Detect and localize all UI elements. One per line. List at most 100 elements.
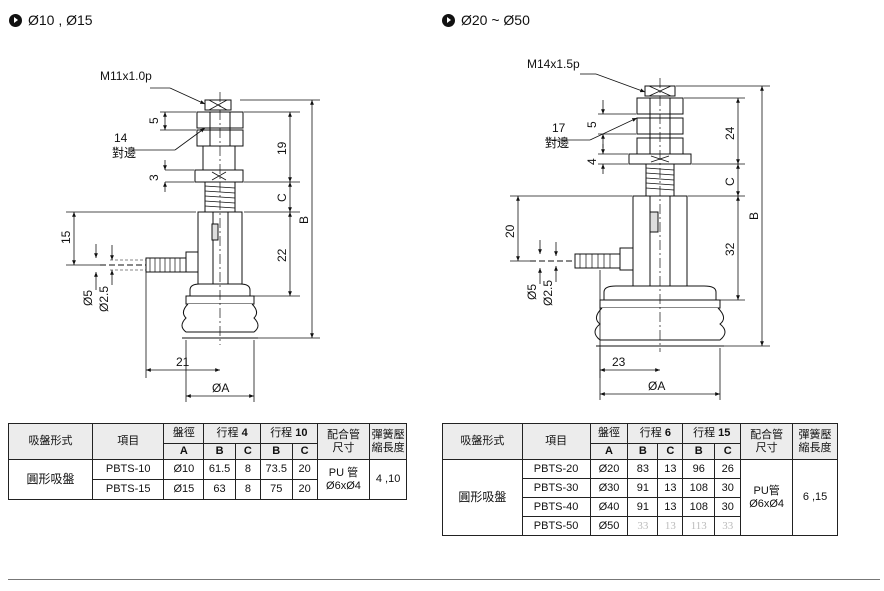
dim-22-label: 22 — [275, 248, 289, 262]
dim-C-label: C — [723, 177, 737, 186]
c1-cell: 13 — [657, 478, 684, 498]
dim-phiA-label: ØA — [212, 381, 229, 395]
sub-C: C — [657, 443, 684, 460]
b1-cell: 91 — [627, 497, 659, 517]
dia-cell: Ø30 — [589, 478, 629, 498]
c2-cell: 20 — [291, 479, 318, 500]
dim-B-label: B — [297, 216, 311, 224]
b2-cell: 96 — [682, 459, 716, 479]
c2-cell: 30 — [714, 478, 742, 498]
dimensions-small-cup — [66, 87, 320, 402]
c2-cell: 20 — [291, 459, 318, 480]
c2-cell: 33 — [714, 516, 742, 536]
dim-19-label: 19 — [275, 141, 289, 155]
section-title: Ø20 ~ Ø50 — [461, 12, 530, 28]
header-spring: 彈簧壓縮長度 — [369, 423, 407, 460]
b2-cell: 108 — [682, 478, 716, 498]
item-cell: PBTS-20 — [521, 459, 591, 479]
item-cell: PBTS-30 — [521, 478, 591, 498]
play-bullet-icon — [9, 13, 22, 27]
across-flats-label: 對邊 — [545, 136, 569, 150]
c1-cell: 13 — [657, 497, 684, 517]
labels-small-cup: M11x1.0p 14 對邊 5 3 19 C 22 B 15 Ø5 Ø2.5 … — [59, 69, 311, 395]
c1-cell: 8 — [234, 479, 262, 500]
dim-5-label: 5 — [585, 121, 599, 128]
header-diameter: 盤徑 — [163, 423, 205, 444]
b1-cell: 33 — [627, 516, 659, 536]
cup-type: 圓形吸盤 — [8, 459, 93, 500]
spec-table-small: 吸盤形式 項目 盤徑 行程 4 行程 10 配合管尺寸 彈簧壓縮長度 A B C… — [8, 423, 407, 500]
sub-A: A — [163, 443, 205, 460]
spec-table-large: 吸盤形式 項目 盤徑 行程 6 行程 15 配合管尺寸 彈簧壓縮長度 A B C… — [442, 423, 838, 536]
c1-cell: 8 — [234, 459, 262, 480]
thread-label: M11x1.0p — [100, 69, 152, 83]
dim-32-label: 32 — [723, 242, 737, 256]
table-row: PBTS-50 Ø50 33 13 113 33 — [443, 516, 838, 536]
dia-cell: Ø15 — [163, 479, 205, 500]
b2-cell: 75 — [260, 479, 293, 500]
dim-phiA-label: ØA — [648, 379, 665, 393]
b2-cell: 108 — [682, 497, 716, 517]
b1-cell: 91 — [627, 478, 659, 498]
header-spring: 彈簧壓縮長度 — [792, 423, 838, 460]
dim-phi5-label: Ø5 — [525, 284, 539, 300]
drawing-small-cup — [100, 92, 259, 345]
header-stroke-2: 行程 10 — [260, 423, 318, 444]
header-fitting: 配合管尺寸 — [316, 423, 371, 460]
cup-type: 圓形吸盤 — [442, 459, 523, 536]
item-cell: PBTS-40 — [521, 497, 591, 517]
play-bullet-icon — [442, 13, 455, 27]
sub-C2: C — [291, 443, 318, 460]
bottom-divider — [8, 579, 880, 580]
dia-cell: Ø20 — [589, 459, 629, 479]
technical-drawings: M11x1.0p 14 對邊 5 3 19 C 22 B 15 Ø5 Ø2.5 … — [59, 57, 770, 402]
sub-C: C — [234, 443, 262, 460]
dim-4-label: 4 — [585, 158, 599, 165]
section-header-large: Ø20 ~ Ø50 — [442, 12, 530, 28]
dim-20-label: 20 — [503, 224, 517, 238]
header-diameter: 盤徑 — [589, 423, 629, 444]
header-item: 項目 — [521, 423, 591, 460]
thread-label: M14x1.5p — [527, 57, 580, 71]
dim-5-label: 5 — [147, 117, 161, 124]
dim-23-label: 23 — [612, 355, 626, 369]
dim-phi5-label: Ø5 — [81, 290, 95, 306]
header-fitting: 配合管尺寸 — [740, 423, 794, 460]
drawing-large-cup — [530, 78, 726, 352]
c2-cell: 30 — [714, 497, 742, 517]
sub-B: B — [627, 443, 659, 460]
section-header-small: Ø10 , Ø15 — [9, 12, 93, 28]
dia-cell: Ø40 — [589, 497, 629, 517]
sub-B: B — [203, 443, 236, 460]
spring-cell: 6 ,15 — [792, 459, 838, 536]
item-cell: PBTS-50 — [521, 516, 591, 536]
sub-A: A — [589, 443, 629, 460]
sub-C2: C — [714, 443, 742, 460]
header-stroke-1: 行程 4 — [203, 423, 261, 444]
dim-phi25-label: Ø2.5 — [97, 286, 111, 312]
header-stroke-2: 行程 15 — [682, 423, 742, 444]
c1-cell: 13 — [657, 516, 684, 536]
b1-cell: 83 — [627, 459, 659, 479]
dim-B-label: B — [747, 212, 761, 220]
b1-cell: 61.5 — [203, 459, 236, 480]
header-type: 吸盤形式 — [442, 423, 523, 460]
item-cell: PBTS-10 — [91, 459, 165, 480]
labels-large-cup: M14x1.5p 17 對邊 5 4 24 C 32 B 20 Ø5 Ø2.5 … — [503, 57, 761, 393]
table-row: PBTS-15 Ø15 63 8 75 20 — [9, 479, 407, 500]
dimensions-large-cup — [510, 73, 770, 400]
b2-cell: 113 — [682, 516, 716, 536]
b1-cell: 63 — [203, 479, 236, 500]
c2-cell: 26 — [714, 459, 742, 479]
sub-B2: B — [682, 443, 716, 460]
dia-cell: Ø50 — [589, 516, 629, 536]
dim-21-label: 21 — [176, 355, 190, 369]
dim-phi25-label: Ø2.5 — [541, 280, 555, 306]
sub-B2: B — [260, 443, 293, 460]
dim-15-label: 15 — [59, 230, 73, 244]
header-stroke-1: 行程 6 — [627, 423, 684, 444]
nut-size-label: 17 — [552, 121, 566, 135]
b2-cell: 73.5 — [260, 459, 293, 480]
